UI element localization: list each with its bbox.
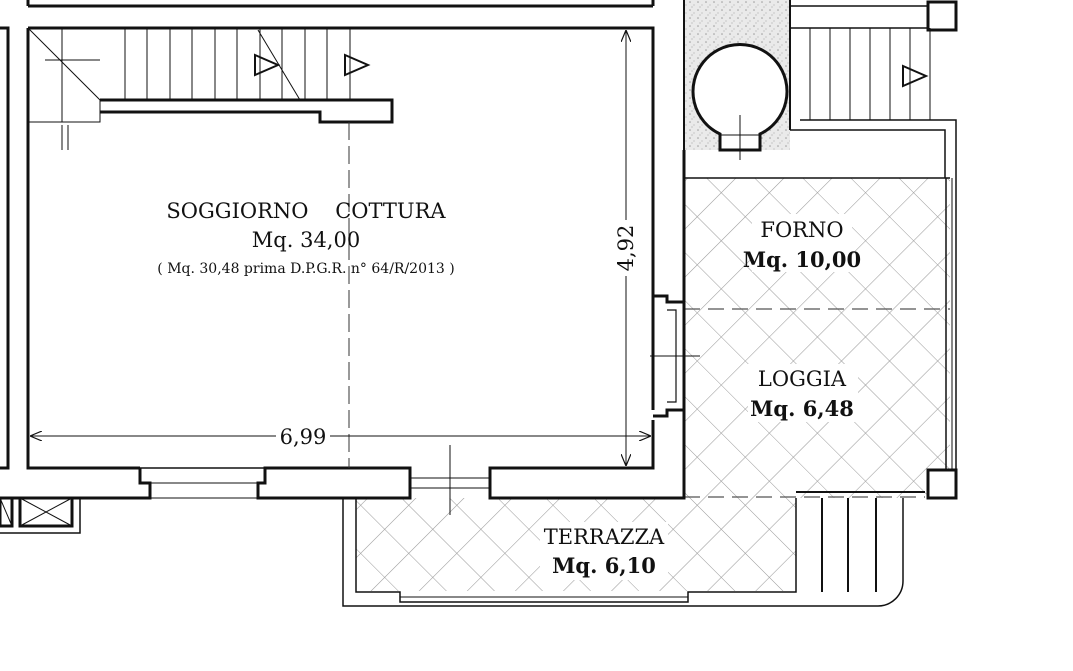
dimension-height: 4,92	[612, 30, 640, 466]
stair-top	[45, 28, 371, 122]
forno-area: Mq. 10,00	[743, 247, 861, 272]
forno-name: FORNO	[760, 218, 843, 242]
room-forno: FORNO Mq. 10,00	[743, 214, 861, 272]
loggia-name: LOGGIA	[758, 367, 847, 391]
soggiorno-name: SOGGIORNO COTTURA	[166, 199, 446, 223]
width-dimension-label: 6,99	[280, 425, 327, 449]
height-dimension-label: 4,92	[614, 225, 638, 272]
terrazza-area: Mq. 6,10	[552, 553, 656, 578]
room-terrazza: TERRAZZA Mq. 6,10	[540, 522, 668, 580]
walls	[0, 0, 958, 607]
loggia-area: Mq. 6,48	[750, 396, 854, 421]
chimney-block	[683, 0, 791, 160]
room-soggiorno: SOGGIORNO COTTURA Mq. 34,00 ( Mq. 30,48 …	[157, 199, 454, 277]
stair-right	[809, 28, 931, 120]
soggiorno-area: Mq. 34,00	[252, 228, 360, 252]
soggiorno-note: ( Mq. 30,48 prima D.P.G.R. n° 64/R/2013 …	[157, 261, 454, 277]
room-loggia: LOGGIA Mq. 6,48	[748, 364, 858, 422]
terrazza-name: TERRAZZA	[544, 525, 665, 549]
dimension-width: 6,99	[30, 424, 651, 449]
